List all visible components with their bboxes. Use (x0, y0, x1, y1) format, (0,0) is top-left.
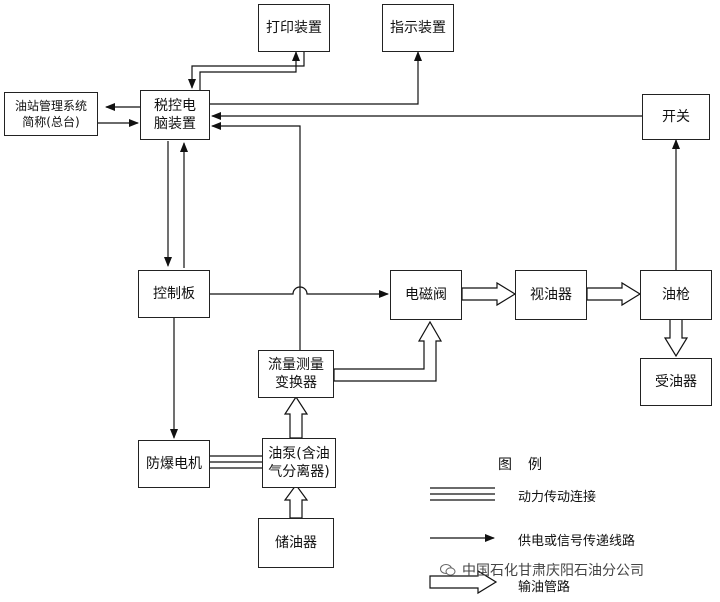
pipe-nozzle-to-receiver (663, 318, 689, 358)
print-device-box: 打印装置 (258, 4, 330, 52)
pipe-pump-to-flow (283, 395, 309, 439)
pipe-flow-to-solenoid (333, 320, 443, 382)
switch-box: 开关 (642, 94, 710, 140)
pipe-solenoid-to-sight (461, 281, 517, 307)
pipe-sight-to-nozzle (586, 281, 642, 307)
line-tax-to-print (199, 51, 300, 90)
legend-label-power: 动力传动连接 (518, 490, 597, 505)
watermark: 中国石化甘肃庆阳石油分公司 (440, 560, 644, 580)
flow-meter-box: 流量测量 变换器 (258, 350, 334, 398)
line-print-to-tax (188, 52, 305, 89)
watermark-text: 中国石化甘肃庆阳石油分公司 (462, 563, 644, 579)
station-management-system-box: 油站管理系统 简称(总台) (4, 92, 98, 136)
line-tax-to-indicator (210, 51, 422, 105)
pipe-storage-to-pump (283, 483, 309, 519)
tax-control-computer-box: 税控电 脑装置 (140, 90, 210, 140)
nozzle-box: 油枪 (640, 270, 712, 320)
legend-label-pipe: 输油管路 (518, 580, 571, 595)
wechat-icon (440, 564, 456, 576)
control-board-box: 控制板 (138, 270, 210, 318)
explosion-proof-motor-box: 防爆电机 (138, 440, 210, 488)
oil-receiver-box: 受油器 (640, 358, 712, 406)
oil-pump-box: 油泵(含油 气分离器) (262, 438, 336, 488)
line-board-to-solenoid (210, 286, 389, 298)
legend-pipe-arrow (429, 569, 498, 595)
sight-glass-box: 视油器 (515, 270, 587, 320)
oil-storage-box: 储油器 (258, 518, 334, 568)
legend-title: 图 例 (498, 457, 543, 473)
line-flow-to-tax (211, 122, 301, 350)
indicator-device-box: 指示装置 (382, 4, 454, 52)
legend-label-signal: 供电或信号传递线路 (518, 534, 636, 549)
solenoid-valve-box: 电磁阀 (390, 270, 462, 320)
